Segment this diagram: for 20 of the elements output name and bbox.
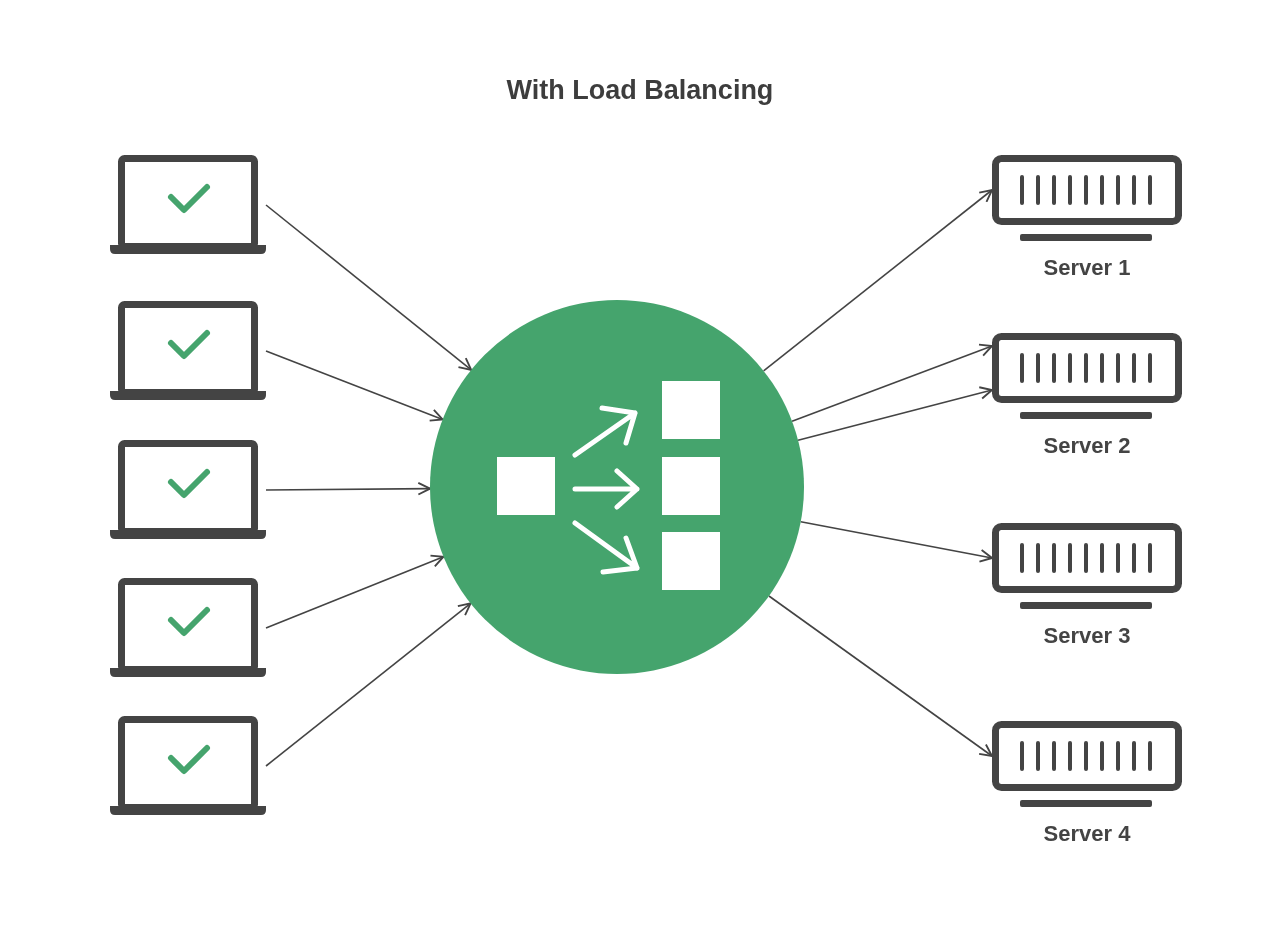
arrow bbox=[768, 595, 993, 757]
arrow bbox=[265, 554, 445, 629]
arrow bbox=[797, 386, 993, 441]
laptop-icon bbox=[110, 301, 266, 401]
arrow bbox=[799, 521, 993, 563]
laptop-icon bbox=[110, 155, 266, 255]
server-label: Server 3 bbox=[1043, 622, 1131, 650]
arrow bbox=[265, 350, 444, 422]
arrow bbox=[791, 343, 993, 422]
server-label: Server 2 bbox=[1043, 432, 1131, 460]
laptop-icon bbox=[110, 578, 266, 678]
diagram-title: With Load Balancing bbox=[506, 74, 774, 107]
laptop-icon bbox=[110, 716, 266, 816]
arrow bbox=[265, 204, 473, 371]
server-label: Server 4 bbox=[1043, 820, 1131, 848]
laptop-icon bbox=[110, 440, 266, 540]
server-label: Server 1 bbox=[1043, 254, 1131, 282]
arrow bbox=[265, 481, 431, 496]
arrow bbox=[762, 189, 993, 372]
arrow bbox=[265, 602, 472, 767]
